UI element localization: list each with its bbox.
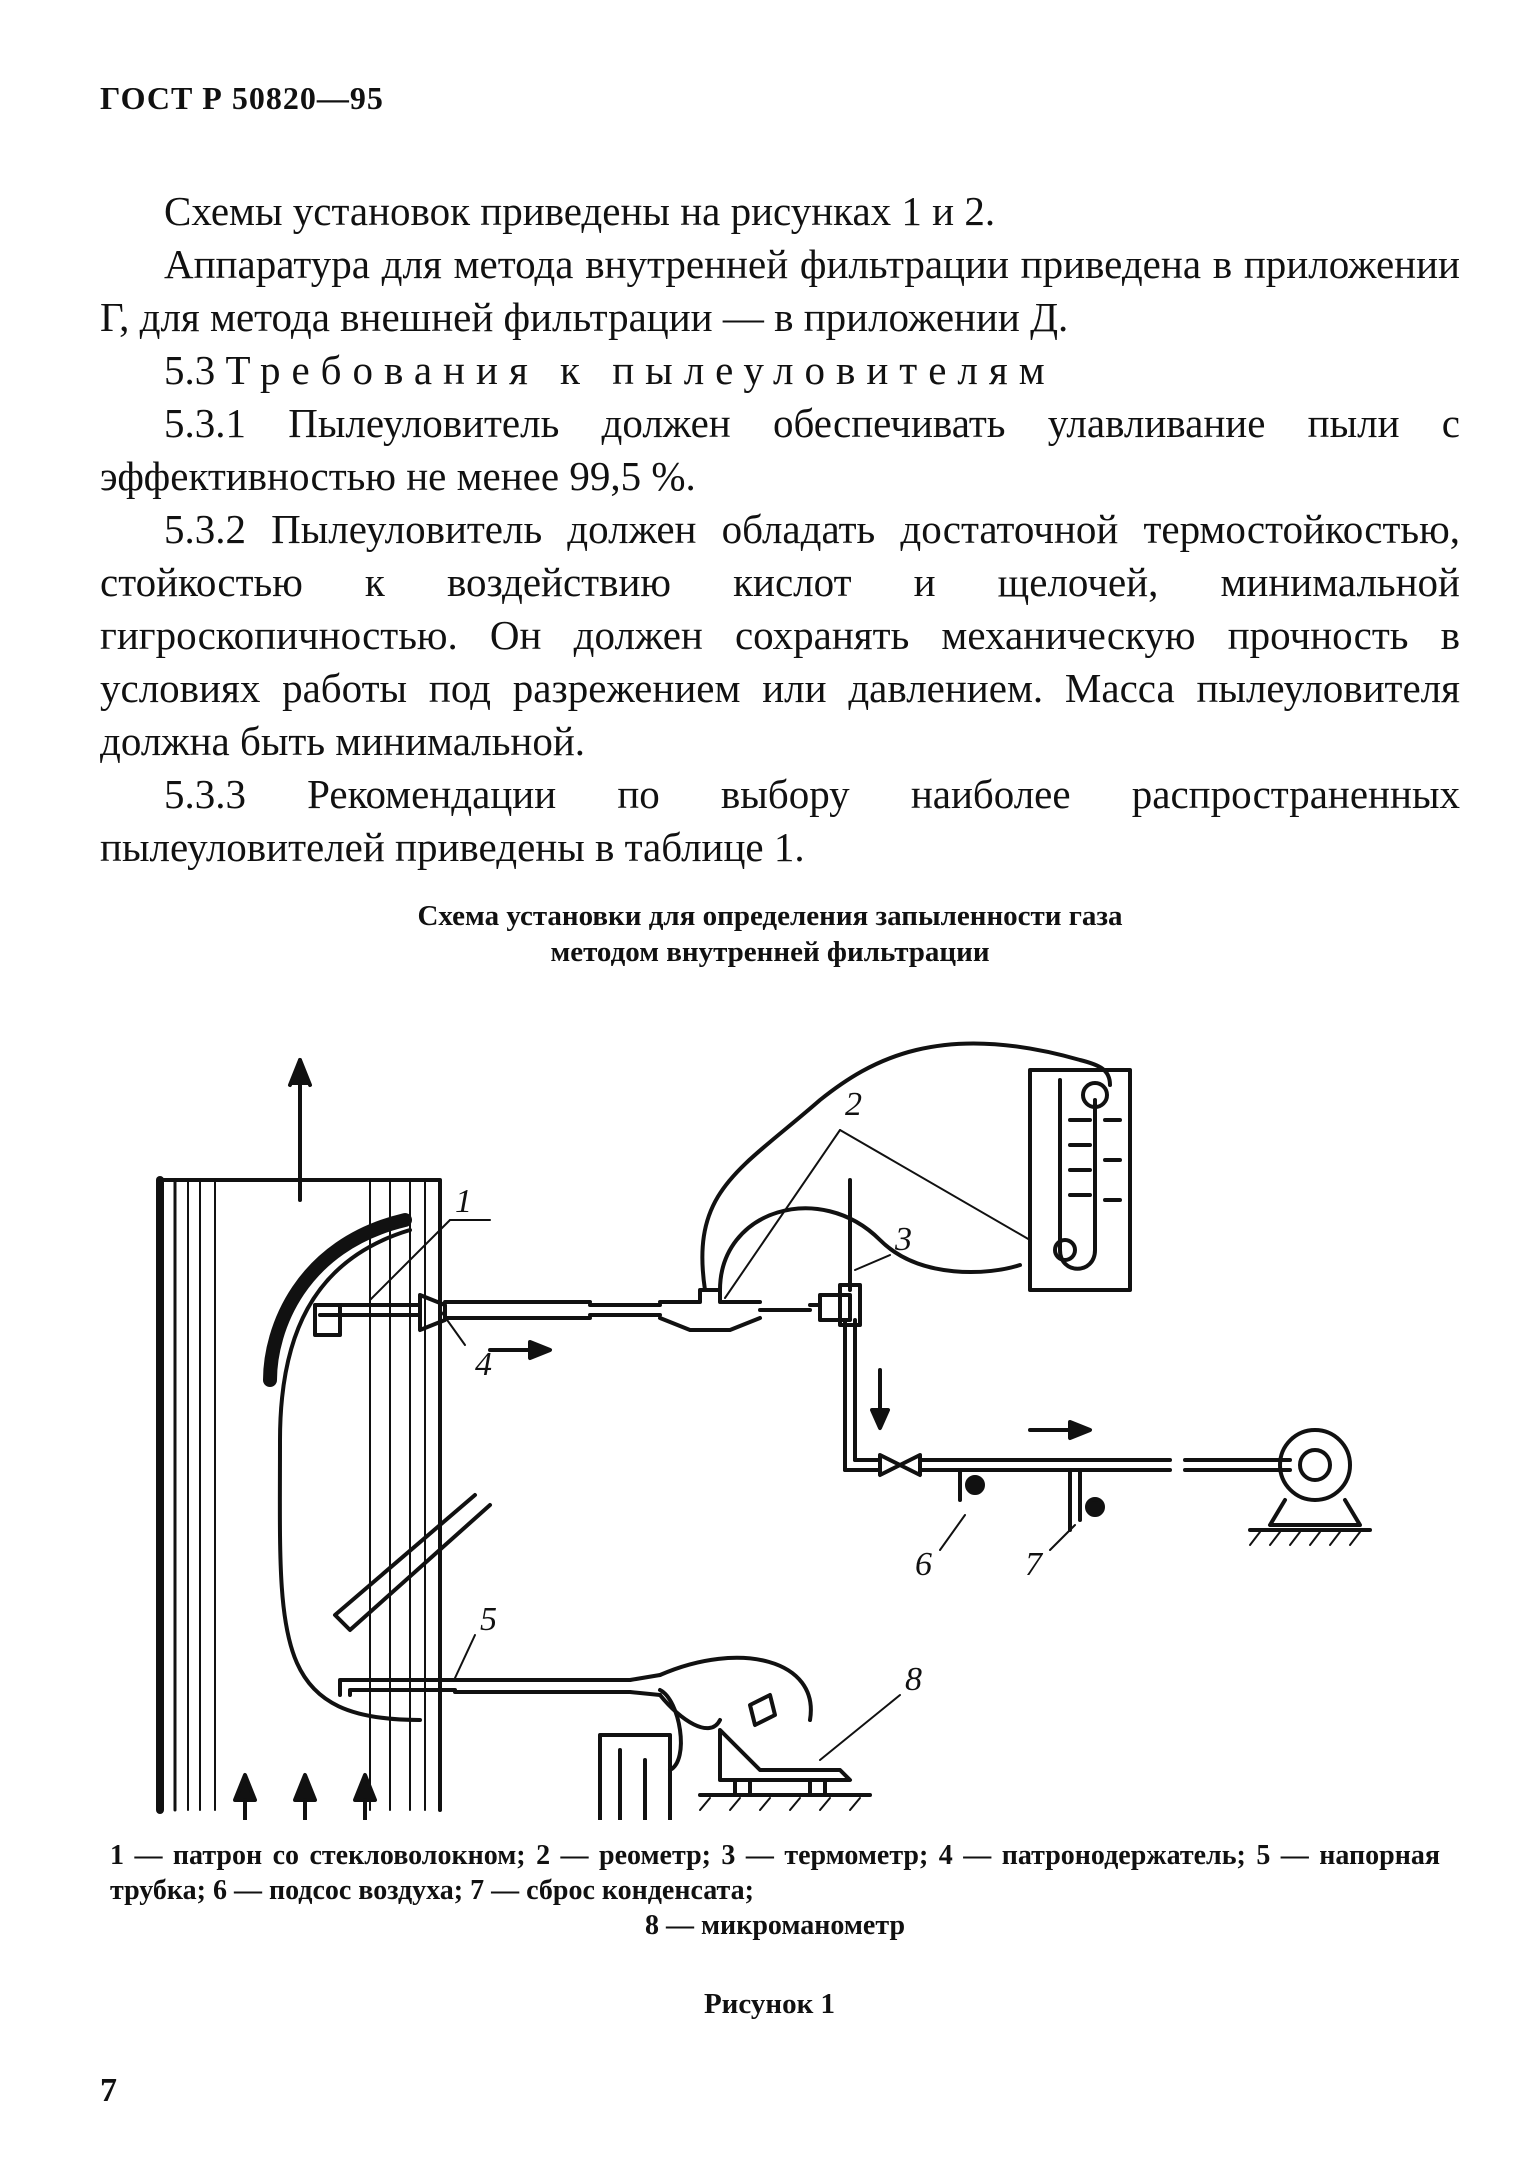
rheometer <box>658 1041 1112 1332</box>
paragraph-5-3-3: 5.3.3 Рекомендации по выбору наиболее ра… <box>100 771 1460 870</box>
label-8: 8 <box>905 1661 922 1698</box>
cartridge-holder <box>313 1293 662 1337</box>
paragraph-5-3-1: 5.3.1 Пылеуловитель должен обеспечивать … <box>100 400 1460 499</box>
figure-caption: 1 — патрон со стекловолокном; 2 — реомет… <box>110 1838 1440 1943</box>
suction-pump <box>1248 1428 1372 1546</box>
document-header: ГОСТ Р 50820—95 <box>100 80 384 116</box>
label-3: 3 <box>894 1221 912 1258</box>
figure-title: Схема установки для определения запыленн… <box>200 898 1340 970</box>
page-number: 7 <box>100 2072 117 2109</box>
caption-line-1: 1 — патрон со стекловолокном; 2 — реомет… <box>110 1840 1440 1906</box>
figure-number: Рисунок 1 <box>703 1988 836 2020</box>
paragraph-2: Аппаратура для метода внутренней фильтра… <box>100 241 1460 340</box>
label-1: 1 <box>455 1183 472 1220</box>
figure-title-line-1: Схема установки для определения запыленн… <box>417 900 1123 932</box>
paragraph-5-3-2: 5.3.2 Пылеуловитель должен обладать дост… <box>100 506 1460 764</box>
bottom-manometer <box>598 1688 683 1820</box>
label-7: 7 <box>1025 1546 1044 1583</box>
section-title: Требования к пылеуловителям <box>225 347 1056 393</box>
thermometer <box>808 1178 862 1472</box>
gas-duct <box>156 1176 442 1814</box>
section-heading-5-3: 5.3 Требования к пылеуловителям <box>100 344 1460 397</box>
figure-title-line-2: методом внутренней фильтрации <box>550 936 990 968</box>
label-2: 2 <box>845 1086 862 1123</box>
micromanometer <box>698 1693 872 1811</box>
installation-diagram: 1 2 3 4 5 6 7 8 <box>156 1041 1372 1820</box>
label-5: 5 <box>480 1601 497 1638</box>
label-6: 6 <box>915 1546 932 1583</box>
caption-line-2: 8 — микроманометр <box>644 1910 906 1941</box>
section-number: 5.3 <box>164 347 216 393</box>
flow-arrows <box>233 1058 377 1820</box>
outlet-pipe <box>843 1453 1292 1532</box>
label-4: 4 <box>475 1346 492 1383</box>
u-manometer <box>1028 1068 1132 1292</box>
body-text: Схемы установок приведены на рисунках 1 … <box>100 185 1460 874</box>
paragraph-1: Схемы установок приведены на рисунках 1 … <box>164 188 996 234</box>
pitot-tube <box>338 1655 813 1731</box>
